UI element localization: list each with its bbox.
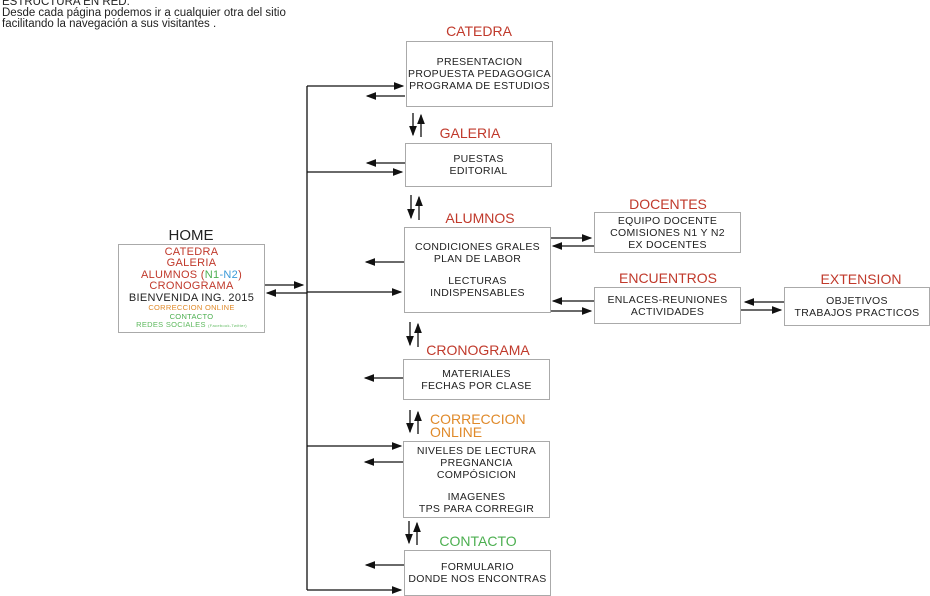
node-line: PLAN DE LABOR [433, 253, 522, 265]
node-line: PROPUESTA PEDAGOGICA [408, 68, 551, 80]
node-line: PUESTAS [453, 153, 504, 165]
node-line: COMPÓSICION [436, 468, 517, 481]
node-line: DONDE NOS ENCONTRAS [408, 573, 547, 585]
extension-title: EXTENSION [820, 271, 902, 287]
node-line: PROGRAMA DE ESTUDIOS [409, 80, 550, 92]
node-line: PREGNANCIA [440, 456, 513, 469]
contacto-title: CONTACTO [439, 533, 517, 549]
node-line: NIVELES DE LECTURA [416, 444, 537, 457]
node-line: ENLACES-REUNIONES [607, 293, 728, 306]
node-line: PRESENTACION [436, 56, 523, 68]
home-item-alumnos: ALUMNOS (N1-N2) [140, 268, 243, 281]
node-line: EQUIPO DOCENTE [617, 214, 718, 227]
node-line: FECHAS POR CLASE [421, 379, 532, 392]
header-line-1: Desde cada página podemos ir a cualquier… [2, 7, 286, 19]
node-line: FORMULARIO [440, 561, 514, 573]
node-line: TRABAJOS PRACTICOS [794, 306, 920, 319]
alumnos-title: ALUMNOS [445, 210, 515, 226]
node-line: EDITORIAL [449, 165, 508, 177]
home-item-correccion: CORRECCION ONLINE [148, 303, 235, 312]
home-box[interactable]: CATEDRA GALERIA ALUMNOS (N1-N2) CRONOGRA… [118, 244, 265, 333]
docentes-title: DOCENTES [629, 196, 707, 212]
header-line-2: facilitando la navegación a sus visitant… [2, 18, 217, 30]
node-line: MATERIALES [442, 367, 511, 380]
home-title: HOME [168, 227, 214, 244]
header: ESTRUCTURA EN RED: Desde cada página pod… [2, 0, 286, 30]
home-item-galeria: GALERIA [166, 257, 217, 269]
encuentros-title: ENCUENTROS [618, 270, 718, 286]
cronograma-title: CRONOGRAMA [426, 342, 530, 358]
node-line: EX DOCENTES [628, 238, 707, 251]
header-title: ESTRUCTURA EN RED: [2, 0, 130, 8]
node-line: LECTURAS [448, 275, 507, 287]
galeria-title: GALERIA [439, 125, 501, 141]
node-line: TPS PARA CORREGIR [418, 502, 535, 515]
node-line: IMAGENES [447, 490, 506, 503]
node-line: CONDICIONES GRALES [414, 241, 540, 253]
node-line: ACTIVIDADES [630, 305, 705, 318]
catedra-title: CATEDRA [446, 23, 512, 39]
home-item-cronograma: CRONOGRAMA [149, 280, 234, 292]
home-item-redes: REDES SOCIALES (Facebook-Twitter) [136, 320, 247, 329]
home-item-contacto: CONTACTO [169, 311, 214, 321]
node-line: OBJETIVOS [826, 294, 888, 307]
home-item-catedra: CATEDRA [164, 245, 219, 258]
node-line: COMISIONES N1 Y N2 [610, 226, 725, 239]
node-line: INDISPENSABLES [430, 287, 525, 299]
home-item-bienvenida: BIENVENIDA ING. 2015 [128, 291, 255, 304]
